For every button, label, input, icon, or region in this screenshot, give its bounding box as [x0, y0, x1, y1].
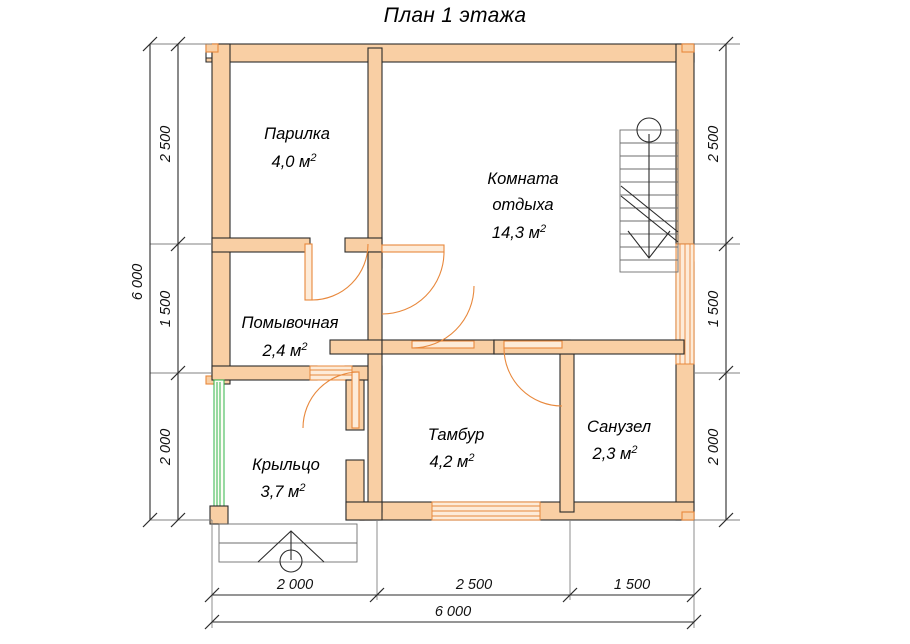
door-parilka — [304, 243, 369, 301]
room-name: Санузел — [587, 418, 651, 436]
window-right-wall — [675, 243, 695, 365]
dimensions-right: 2 500 1 500 2 000 — [694, 36, 740, 528]
room-label-parilka: Парилка 4,0 м2 — [264, 125, 330, 171]
room-name: Крыльцо — [252, 456, 320, 474]
dimensions-bottom: 2 000 2 500 1 500 6 000 — [204, 520, 702, 630]
door-sanuzel — [503, 340, 563, 407]
area-superscript: 2 — [298, 482, 305, 494]
area-superscript: 2 — [539, 223, 546, 235]
page-title: План 1 этажа — [383, 4, 527, 27]
dim-bottom-1: 2 000 — [276, 577, 313, 593]
dim-left-3: 2 000 — [158, 429, 174, 466]
dim-right-2: 1 500 — [706, 291, 722, 327]
room-name: Комната — [487, 170, 558, 188]
svg-text:2,3 м2: 2,3 м2 — [592, 444, 638, 463]
svg-text:2,4 м2: 2,4 м2 — [262, 341, 308, 360]
dim-right-3: 2 000 — [706, 429, 722, 466]
area-superscript: 2 — [309, 152, 316, 164]
area-superscript: 2 — [630, 444, 637, 456]
room-name: Парилка — [264, 125, 330, 143]
door-pomyvochnaya — [381, 244, 445, 315]
room-area: 2,4 м — [262, 342, 302, 360]
svg-text:3,7 м2: 3,7 м2 — [261, 482, 306, 501]
area-superscript: 2 — [300, 341, 307, 353]
svg-text:14,3 м2: 14,3 м2 — [492, 223, 546, 242]
room-name-line2: отдыха — [492, 196, 553, 214]
room-area: 14,3 м — [492, 224, 540, 242]
room-label-komnata-otdyha: Комната отдыха 14,3 м2 — [487, 170, 558, 242]
dim-bottom-3: 1 500 — [614, 577, 650, 593]
room-label-pomyvochnaya: Помывочная 2,4 м2 — [242, 314, 339, 360]
dim-right-1: 2 500 — [706, 126, 722, 163]
staircase — [619, 117, 679, 273]
room-label-kryltso: Крыльцо 3,7 м2 — [252, 456, 320, 501]
room-name: Помывочная — [242, 314, 339, 332]
room-label-tambur: Тамбур 4,2 м2 — [428, 426, 485, 471]
svg-text:4,2 м2: 4,2 м2 — [430, 452, 475, 471]
room-label-sanuzel: Санузел 2,3 м2 — [587, 418, 651, 463]
dim-bottom-2: 2 500 — [455, 577, 492, 593]
area-superscript: 2 — [467, 452, 474, 464]
door-entrance-tambur — [302, 371, 360, 429]
room-area: 2,3 м — [592, 445, 632, 463]
dimensions-left: 2 500 1 500 2 000 6 000 — [130, 36, 212, 528]
dim-bottom-total: 6 000 — [435, 604, 471, 620]
dim-left-total: 6 000 — [130, 264, 146, 300]
room-name: Тамбур — [428, 426, 485, 444]
room-area: 4,2 м — [430, 453, 469, 471]
door-komnata-to-tambur — [411, 285, 475, 349]
dim-left-1: 2 500 — [158, 126, 174, 163]
svg-text:4,0 м2: 4,0 м2 — [272, 152, 317, 171]
room-area: 4,0 м — [272, 153, 311, 171]
dim-left-2: 1 500 — [158, 291, 174, 327]
entry-steps — [218, 523, 358, 573]
window-bottom-wall — [431, 501, 541, 521]
room-area: 3,7 м — [261, 483, 300, 501]
